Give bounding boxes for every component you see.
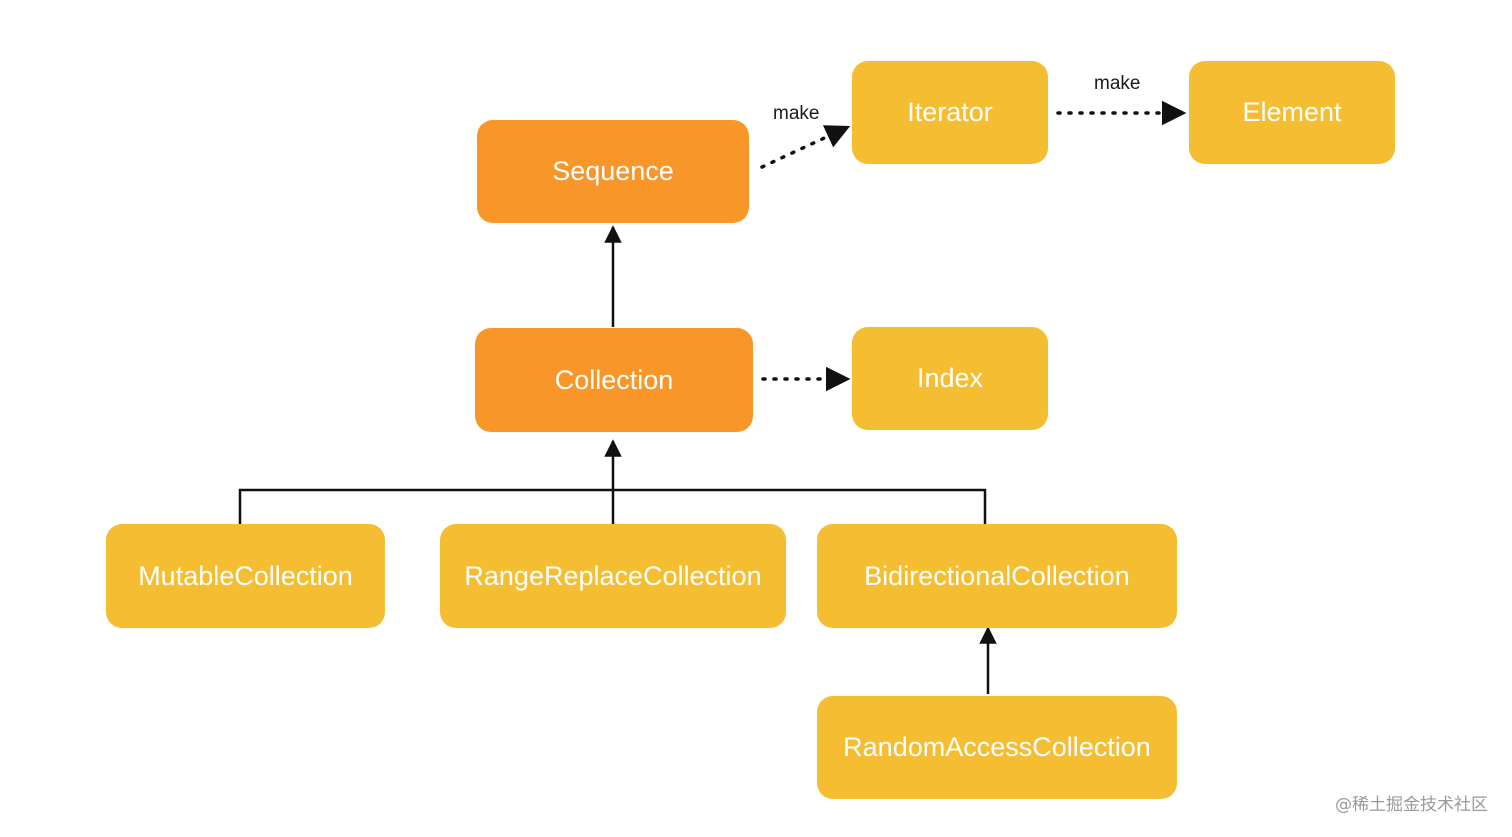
edge-sequence-makes-iterator — [760, 125, 851, 169]
node-sequence: Sequence — [477, 120, 749, 223]
node-bidirectional-collection: BidirectionalCollection — [817, 524, 1177, 628]
node-random-access-collection-label: RandomAccessCollection — [843, 732, 1151, 762]
edge-label-make-sequence-iterator: make — [773, 103, 820, 124]
node-iterator-label: Iterator — [907, 97, 993, 127]
node-mutable-collection: MutableCollection — [106, 524, 385, 628]
node-index-label: Index — [916, 363, 984, 393]
node-sequence-label: Sequence — [552, 156, 674, 186]
node-element-label: Element — [1242, 97, 1342, 127]
node-iterator: Iterator — [852, 61, 1048, 164]
node-element: Element — [1189, 61, 1395, 164]
node-collection-label: Collection — [554, 364, 674, 395]
edge-label-make-iterator-element: make — [1094, 73, 1141, 94]
node-bidirectional-collection-label: BidirectionalCollection — [864, 560, 1130, 591]
node-mutable-collection-label: MutableCollection — [138, 560, 353, 591]
node-range-replace-collection: RangeReplaceCollection — [440, 524, 786, 628]
node-random-access-collection: RandomAccessCollection — [817, 696, 1177, 799]
node-range-replace-collection-label: RangeReplaceCollection — [464, 560, 762, 591]
watermark: @稀土掘金技术社区 — [1335, 795, 1488, 815]
node-index: Index — [852, 327, 1048, 430]
node-collection: Collection — [475, 328, 753, 432]
